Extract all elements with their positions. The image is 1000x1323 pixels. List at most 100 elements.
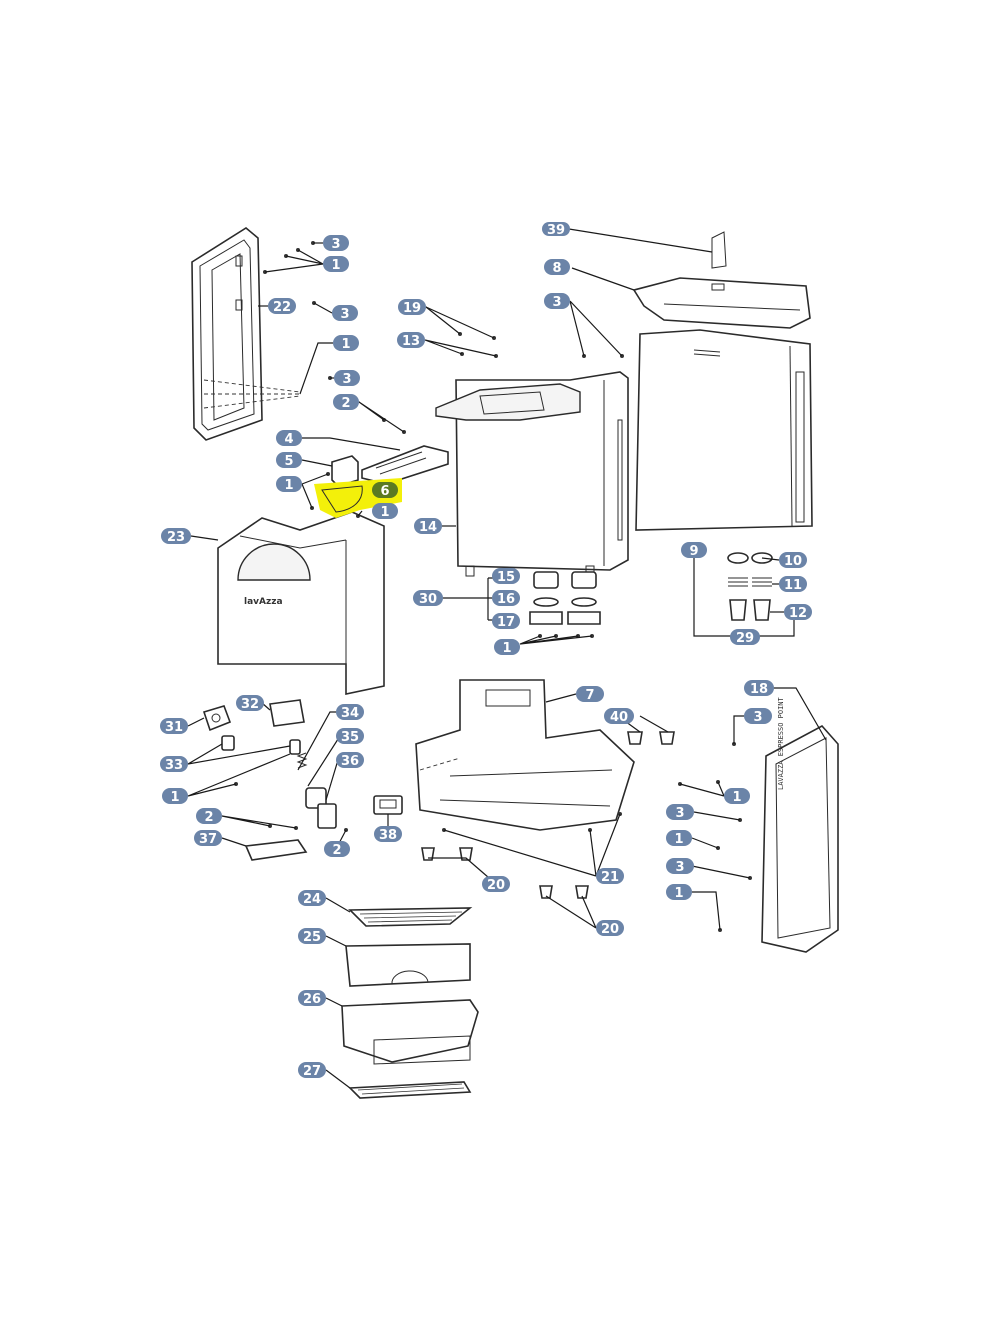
label-39: 39 (542, 222, 570, 238)
svg-text:1: 1 (331, 258, 340, 273)
label-17: 17 (492, 613, 520, 630)
svg-text:35: 35 (341, 730, 359, 745)
label-1-h: 1 (666, 884, 692, 901)
part-32-valve-cover (269, 699, 305, 727)
label-13: 13 (397, 332, 425, 349)
svg-text:26: 26 (303, 992, 321, 1007)
label-27: 27 (298, 1062, 326, 1079)
part-22-side-door (191, 227, 301, 441)
svg-text:11: 11 (784, 578, 802, 593)
svg-text:1: 1 (341, 337, 350, 352)
svg-text:17: 17 (497, 615, 515, 630)
svg-text:1: 1 (674, 832, 683, 847)
label-30: 30 (413, 590, 443, 607)
label-2-b: 2 (196, 808, 222, 825)
svg-text:40: 40 (610, 710, 628, 725)
part-18-graphic-panel: LAVAZZA ESPRESSO POINT (761, 696, 839, 953)
label-9: 9 (681, 542, 707, 559)
svg-text:6: 6 (380, 484, 389, 499)
label-3-f: 3 (666, 804, 694, 821)
part-35-spring (296, 752, 308, 769)
svg-text:2: 2 (332, 843, 341, 858)
svg-text:38: 38 (379, 828, 397, 843)
svg-text:15: 15 (497, 570, 515, 585)
brand-logo: lavAzza (244, 597, 283, 607)
label-20-b: 20 (596, 920, 624, 937)
label-25: 25 (298, 928, 326, 945)
label-4: 4 (276, 430, 302, 447)
svg-text:2: 2 (341, 396, 350, 411)
part-40-plugs (627, 731, 675, 745)
svg-text:21: 21 (601, 870, 619, 885)
svg-text:1: 1 (502, 641, 511, 656)
part-15-17-brew-units (529, 571, 601, 625)
svg-text:18: 18 (750, 682, 768, 697)
svg-text:4: 4 (284, 432, 293, 447)
svg-text:23: 23 (167, 530, 185, 545)
svg-text:3: 3 (552, 295, 561, 310)
svg-text:33: 33 (165, 758, 183, 773)
label-1-g: 1 (666, 830, 692, 847)
svg-text:3: 3 (675, 860, 684, 875)
part-14-housing (435, 371, 629, 577)
part-9-tank (635, 329, 813, 531)
svg-text:9: 9 (689, 544, 698, 559)
label-16: 16 (492, 590, 520, 607)
part-39-wire-clip (711, 231, 727, 269)
label-18: 18 (744, 680, 774, 697)
label-10: 10 (779, 552, 807, 569)
label-20-a: 20 (482, 876, 510, 893)
svg-text:7: 7 (585, 688, 594, 703)
label-21: 21 (596, 868, 624, 885)
label-3-c: 3 (334, 370, 360, 387)
svg-text:3: 3 (342, 372, 351, 387)
part-5-clip (331, 455, 359, 487)
label-5: 5 (276, 452, 302, 469)
part-25-tray (345, 943, 471, 987)
label-6-highlighted: 6 (372, 482, 398, 499)
svg-text:19: 19 (403, 301, 421, 316)
svg-text:5: 5 (284, 454, 293, 469)
label-22: 22 (268, 298, 296, 315)
part-31-valve (202, 705, 232, 732)
part-33-fitting (221, 735, 301, 755)
label-3-e: 3 (744, 708, 772, 725)
label-3-b: 3 (332, 305, 358, 322)
label-3-g: 3 (666, 858, 694, 875)
label-7: 7 (576, 686, 604, 703)
label-33: 33 (160, 756, 188, 773)
part-24-grid (348, 907, 473, 927)
svg-text:1: 1 (732, 790, 741, 805)
svg-text:37: 37 (199, 832, 217, 847)
label-1-a: 1 (323, 256, 349, 273)
svg-text:39: 39 (547, 223, 565, 238)
label-37: 37 (194, 830, 222, 847)
part-8-lid (632, 277, 811, 329)
svg-text:14: 14 (419, 520, 437, 535)
label-3-a: 3 (323, 235, 349, 252)
label-36: 36 (336, 752, 364, 769)
label-1-f: 1 (724, 788, 750, 805)
svg-text:1: 1 (170, 790, 179, 805)
label-1-b: 1 (333, 335, 359, 352)
svg-text:3: 3 (753, 710, 762, 725)
svg-text:3: 3 (675, 806, 684, 821)
part-26-tray-body (341, 999, 479, 1065)
label-26: 26 (298, 990, 326, 1007)
svg-text:24: 24 (303, 892, 321, 907)
label-14: 14 (414, 518, 442, 535)
svg-text:27: 27 (303, 1064, 321, 1079)
part-38-switch (373, 795, 403, 815)
label-1-c: 1 (276, 476, 302, 493)
svg-text:20: 20 (487, 878, 505, 893)
label-38: 38 (374, 826, 402, 843)
label-34: 34 (336, 704, 364, 721)
part-7-base-frame (415, 679, 635, 831)
callout-labels: 3 1 22 3 1 3 2 4 5 1 6 1 23 19 13 3 39 8… (160, 222, 812, 1079)
svg-text:20: 20 (601, 922, 619, 937)
label-1-i: 1 (162, 788, 188, 805)
label-15: 15 (492, 568, 520, 585)
part-23-front-cover: lavAzza (217, 511, 385, 695)
label-3-d: 3 (544, 293, 570, 310)
part-4-rail (361, 445, 449, 485)
